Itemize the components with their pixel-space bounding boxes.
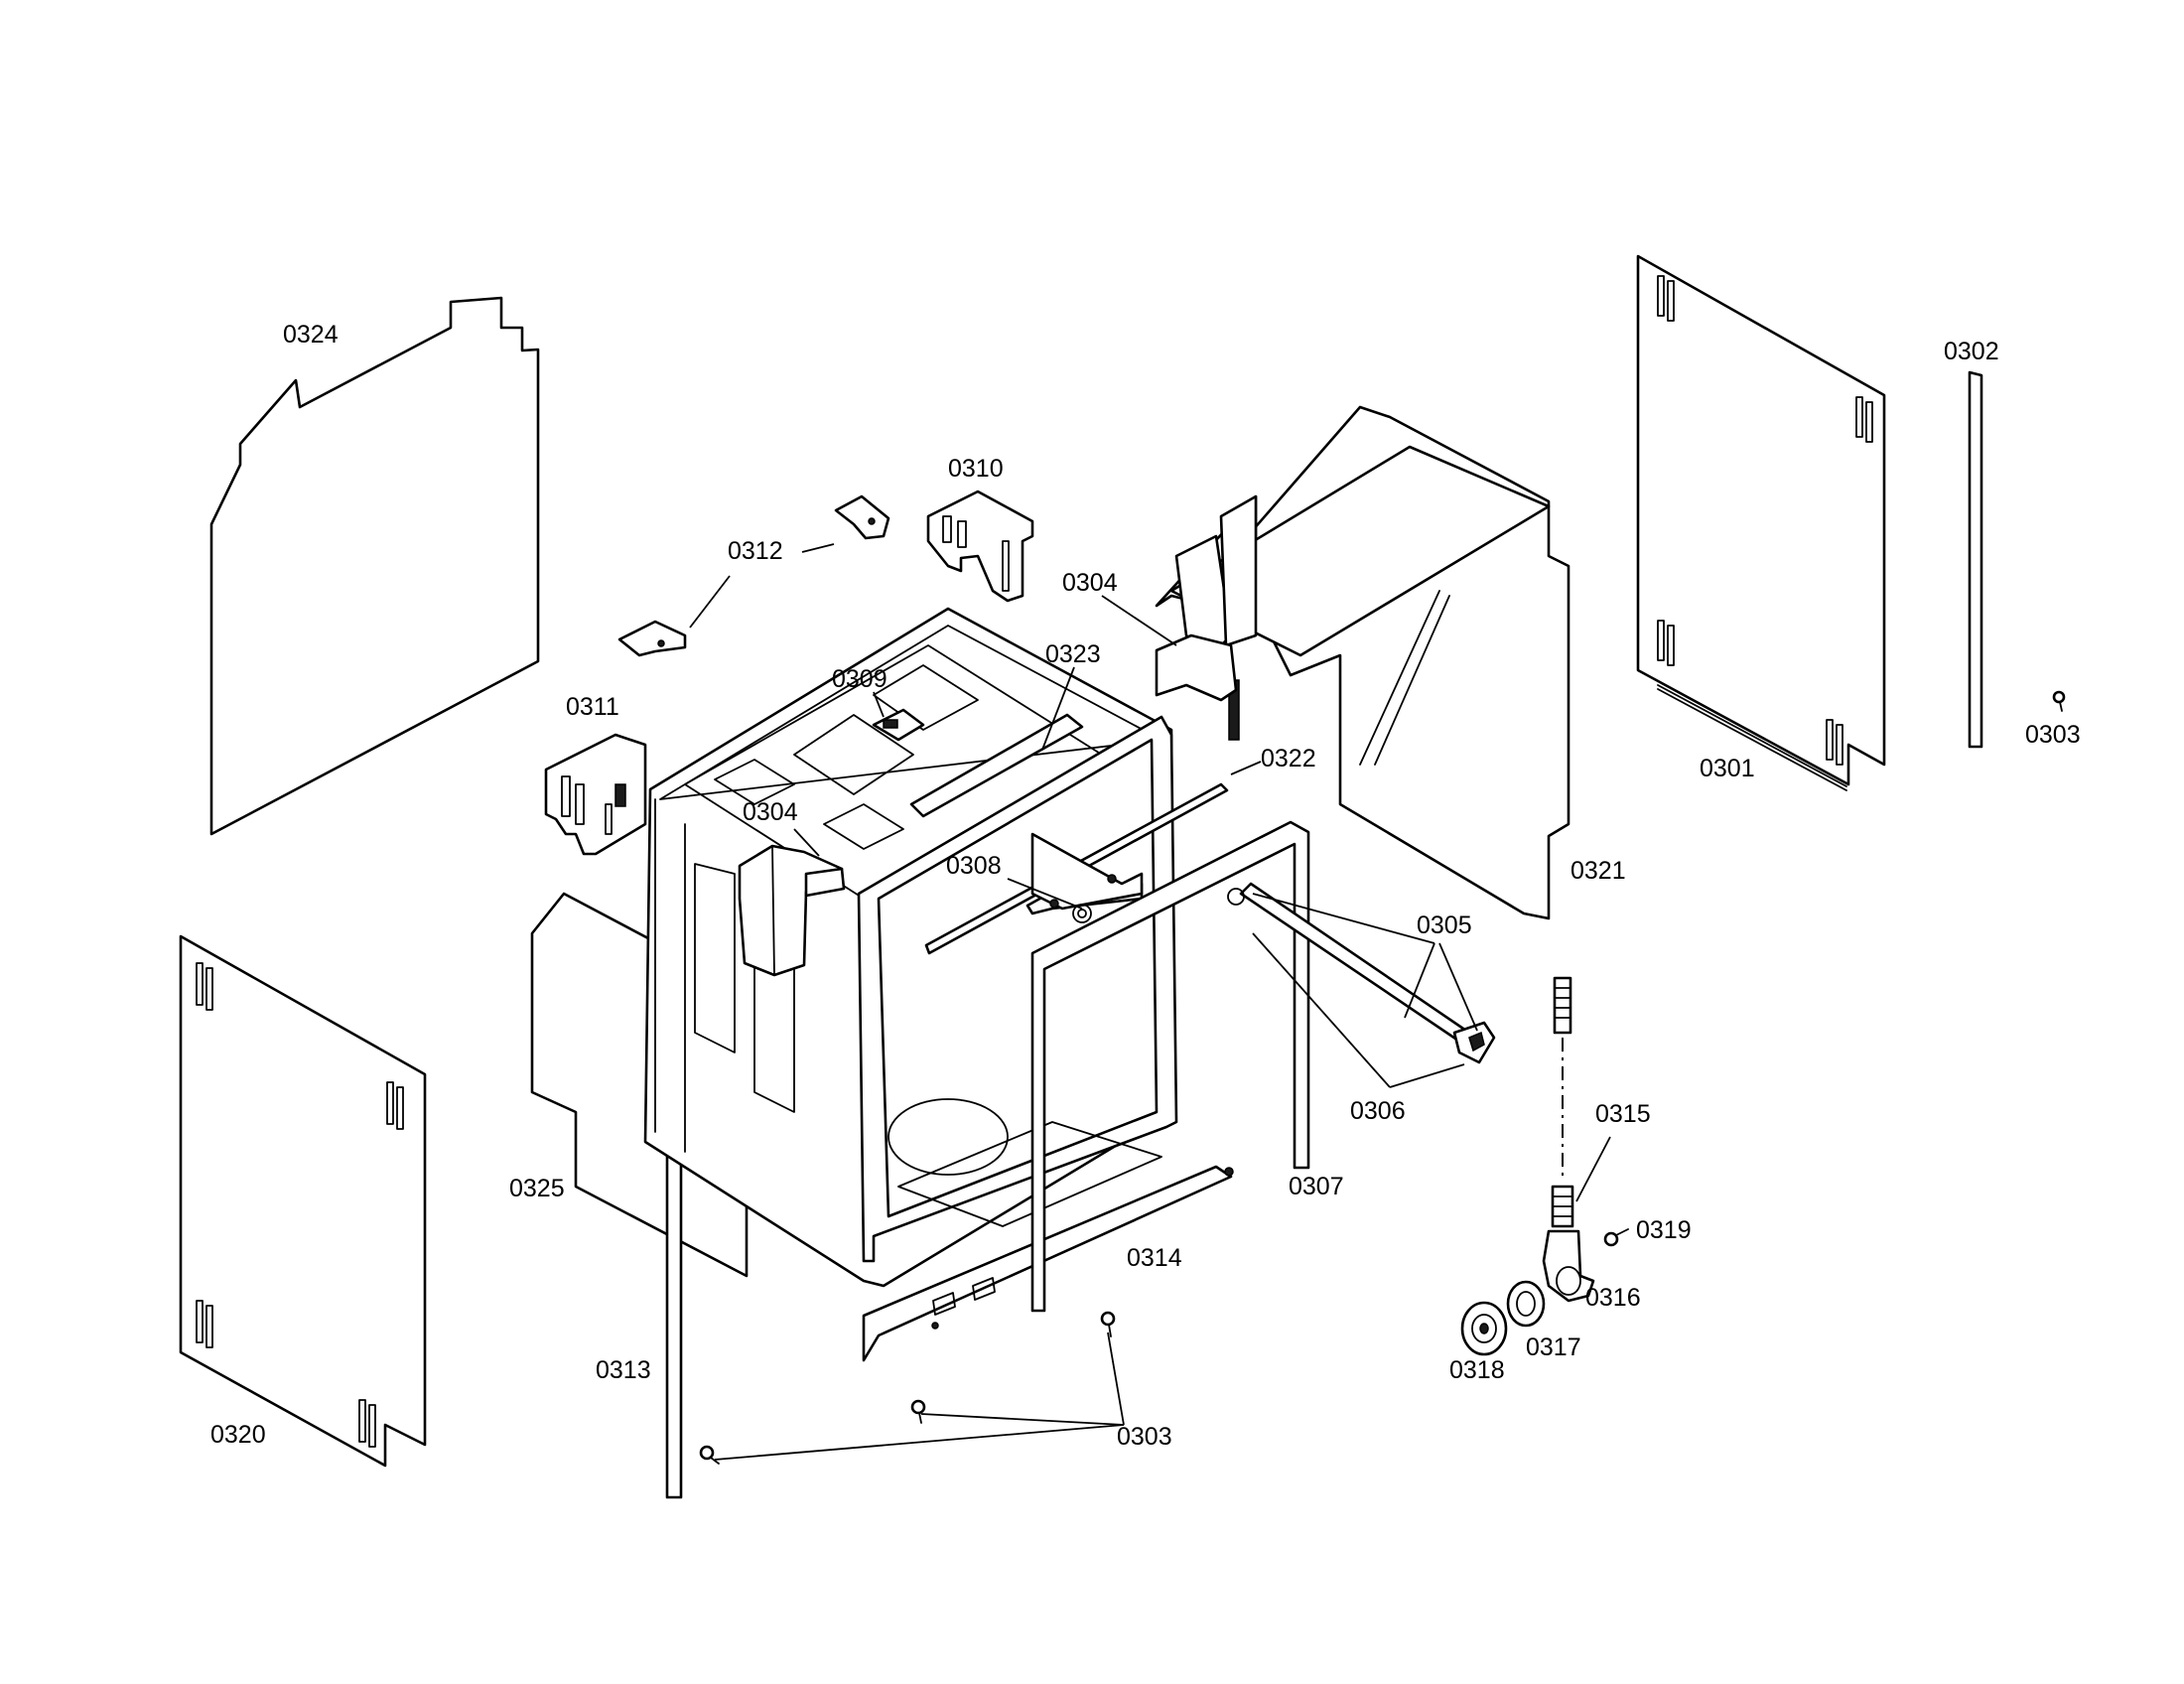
label-0303-right: 0303 [2025,721,2081,749]
label-0320: 0320 [210,1421,266,1449]
part-0311-connector [544,733,647,856]
label-0321: 0321 [1570,857,1626,885]
label-0317: 0317 [1526,1333,1581,1361]
leader-lines [689,543,1611,1461]
part-0316-fitting [1542,1229,1595,1303]
part-0312-bracket [617,494,890,657]
part-0307-frame [1030,820,1310,1313]
label-0313: 0313 [596,1356,651,1384]
label-0311: 0311 [566,693,619,721]
part-0313-strip [665,1122,683,1499]
label-0307: 0307 [1289,1173,1344,1200]
label-0324: 0324 [283,321,339,349]
label-0312: 0312 [728,537,783,565]
part-0320-side-panel [179,934,427,1468]
label-0316: 0316 [1585,1284,1641,1312]
label-0305: 0305 [1417,912,1472,939]
part-0319-screw [1603,1228,1629,1247]
part-0302-strip [1968,370,1983,749]
label-0322: 0322 [1261,745,1316,772]
part-0318-cap [1460,1301,1508,1356]
label-0308: 0308 [946,852,1002,880]
label-0304-upper: 0304 [1062,569,1118,597]
label-0304-lower: 0304 [743,798,798,826]
label-0301: 0301 [1700,755,1755,782]
part-0304-lower-bracket [738,844,846,977]
label-0323: 0323 [1045,640,1101,668]
part-0305-rod [1227,882,1496,1064]
label-0310: 0310 [948,455,1004,483]
part-0304-upper-bracket [1155,633,1238,702]
part-labels: 0324 0310 0312 0304 0323 0309 0311 0322 … [210,321,2081,1451]
label-0315: 0315 [1595,1100,1651,1128]
label-0319: 0319 [1636,1216,1692,1244]
label-0302: 0302 [1944,338,1999,365]
part-0321-side-assembly [1155,405,1570,920]
label-0306: 0306 [1350,1097,1406,1125]
label-0318: 0318 [1449,1356,1505,1384]
label-0309: 0309 [832,665,887,693]
part-0324-side-panel [209,296,540,836]
label-0325: 0325 [509,1175,565,1202]
part-0310-connector [926,490,1034,603]
part-0301-side-panel [1636,254,1886,791]
part-0315-inlet-assembly [1551,976,1574,1228]
part-0303-screws [699,690,2066,1465]
part-0317-ring [1506,1280,1546,1328]
label-0303-bottom: 0303 [1117,1423,1172,1451]
label-0314: 0314 [1127,1244,1182,1272]
